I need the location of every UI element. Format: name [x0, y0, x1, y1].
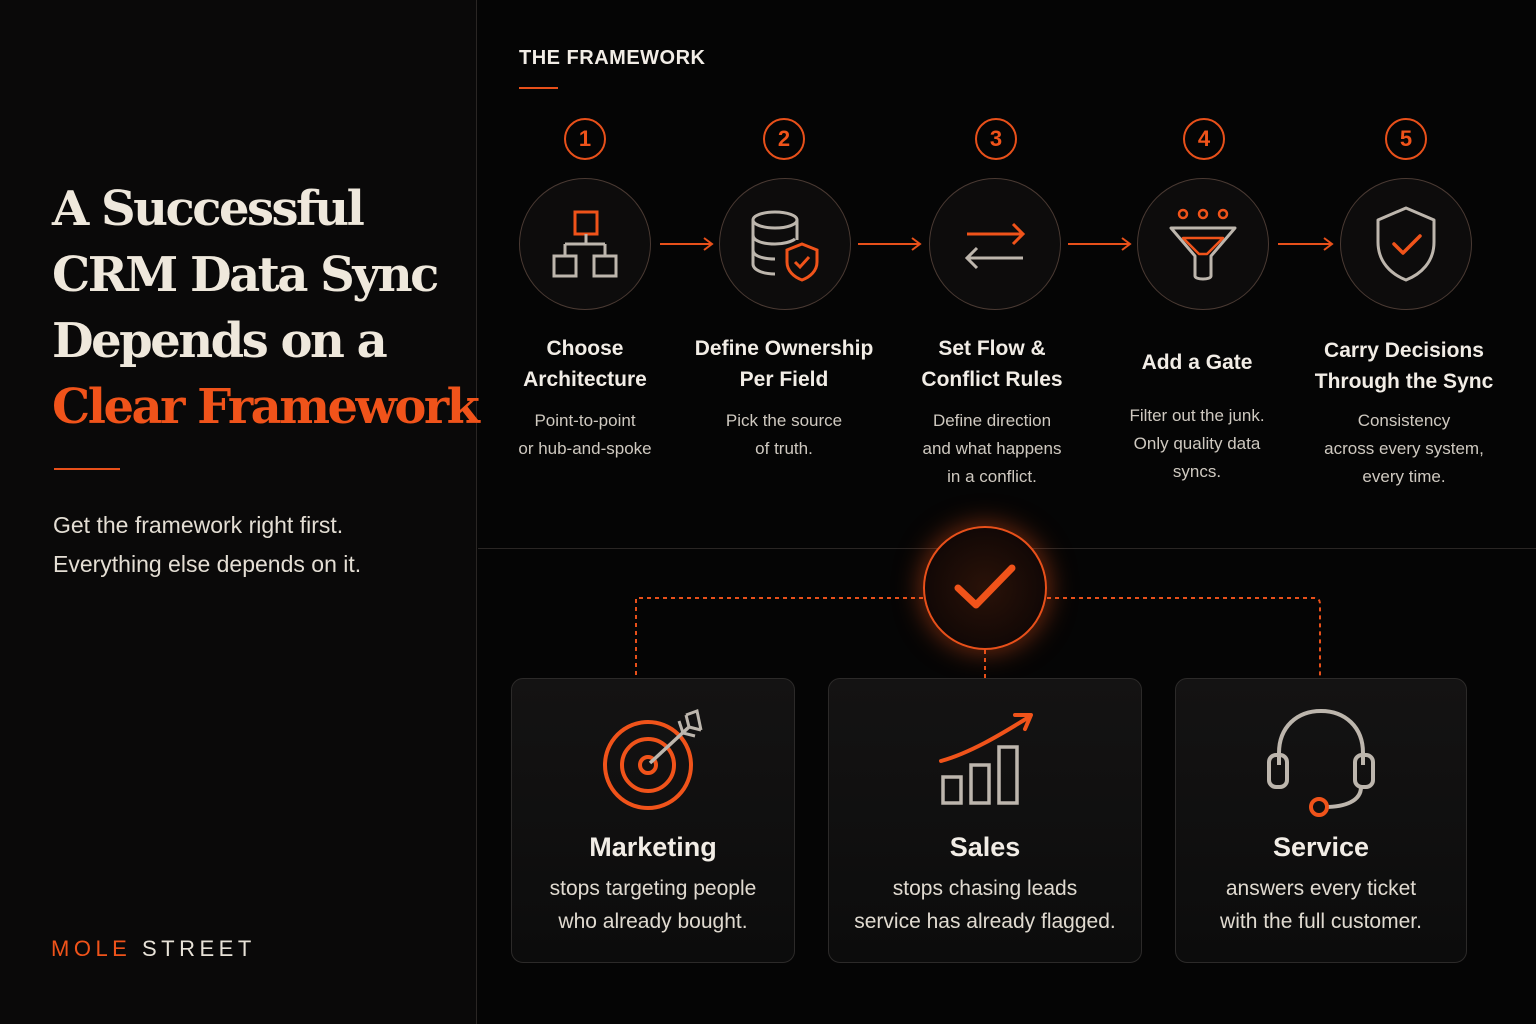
- card-title: Sales: [949, 832, 1021, 862]
- funnel-icon: [1137, 178, 1269, 310]
- step-description: Define direction and what happens in a c…: [892, 407, 1092, 491]
- outcome-card-service: Service answers every ticket with the fu…: [1175, 678, 1467, 963]
- arrow-right-icon: [1278, 237, 1334, 251]
- card-desc-line-1: answers every ticket: [1225, 877, 1417, 900]
- step-description: Point-to-point or hub-and-spoke: [485, 407, 685, 463]
- brand-word-1: MOLE: [51, 936, 132, 961]
- outcome-card-marketing: Marketing stops targeting people who alr…: [511, 678, 795, 963]
- framework-panel: THE FRAMEWORK 1 Choose Architecture Poin…: [478, 0, 1536, 1024]
- headline-line-2: CRM Data Sync: [52, 247, 439, 303]
- section-divider: [519, 87, 558, 89]
- headline-line-3: Depends on a: [52, 313, 388, 369]
- step-desc-line-1: Filter out the junk.: [1129, 406, 1265, 425]
- brand-word-2: STREET: [141, 936, 256, 961]
- headset-icon: [1176, 705, 1466, 821]
- arrow-right-icon: [1068, 237, 1132, 251]
- step-description: Filter out the junk. Only quality data s…: [1097, 402, 1297, 486]
- step-title-line-2: Conflict Rules: [921, 368, 1063, 391]
- step-number: 4: [1183, 118, 1225, 160]
- subtitle-line-1: Get the framework right first.: [53, 512, 344, 538]
- card-title: Marketing: [589, 832, 717, 862]
- step-title-line-1: Carry Decisions: [1324, 339, 1484, 362]
- headline-accent: Clear Framework: [52, 379, 480, 435]
- card-desc-line-2: with the full customer.: [1220, 910, 1422, 933]
- step-number: 1: [564, 118, 606, 160]
- step-desc-line-2: Only quality data: [1133, 434, 1261, 453]
- bar-chart-trend-icon: [829, 705, 1141, 815]
- card-desc-line-1: stops targeting people: [549, 877, 757, 900]
- step-desc-line-3: syncs.: [1172, 462, 1222, 481]
- headline: A Successful CRM Data Sync Depends on a …: [52, 176, 480, 440]
- step-description: Consistency across every system, every t…: [1304, 407, 1504, 491]
- step-title-line-1: Define Ownership: [694, 337, 874, 360]
- step-desc-line-1: Point-to-point: [534, 411, 636, 430]
- card-desc-line-1: stops chasing leads: [892, 877, 1078, 900]
- card-desc-line-2: who already bought.: [558, 910, 748, 933]
- step-number: 5: [1385, 118, 1427, 160]
- step-number: 3: [975, 118, 1017, 160]
- bidirectional-arrows-icon: [929, 178, 1061, 310]
- connector-lines: [635, 597, 1321, 678]
- step-title: Add a Gate: [1097, 347, 1297, 378]
- step-title-line-1: Choose: [546, 337, 624, 360]
- section-label: THE FRAMEWORK: [519, 47, 706, 69]
- hierarchy-icon: [519, 178, 651, 310]
- step-title-line-1: Add a Gate: [1141, 351, 1253, 374]
- card-description: stops targeting people who already bough…: [512, 872, 794, 938]
- step-title: Carry Decisions Through the Sync: [1304, 335, 1504, 397]
- arrow-right-icon: [660, 237, 714, 251]
- step-desc-line-2: and what happens: [922, 439, 1062, 458]
- step-title-line-1: Set Flow &: [938, 337, 1046, 360]
- step-desc-line-2: across every system,: [1324, 439, 1484, 458]
- step-title: Choose Architecture: [485, 333, 685, 395]
- step-number: 2: [763, 118, 805, 160]
- checkmark-icon: [923, 526, 1047, 650]
- step-desc-line-1: Consistency: [1357, 411, 1451, 430]
- step-desc-line-1: Define direction: [932, 411, 1052, 430]
- subtitle-line-2: Everything else depends on it.: [53, 551, 362, 577]
- shield-check-icon: [1340, 178, 1472, 310]
- step-desc-line-1: Pick the source: [725, 411, 843, 430]
- step-desc-line-3: in a conflict.: [947, 467, 1037, 486]
- brand-logo: MOLE STREET: [51, 936, 256, 962]
- step-title-line-2: Through the Sync: [1314, 370, 1494, 393]
- step-title-line-2: Per Field: [739, 368, 829, 391]
- outcome-card-sales: Sales stops chasing leads service has al…: [828, 678, 1142, 963]
- step-desc-line-2: or hub-and-spoke: [518, 439, 652, 458]
- headline-line-1: A Successful: [52, 181, 365, 237]
- step-title-line-2: Architecture: [523, 368, 647, 391]
- card-desc-line-2: service has already flagged.: [854, 910, 1116, 933]
- card-description: answers every ticket with the full custo…: [1176, 872, 1466, 938]
- target-icon: [512, 705, 794, 815]
- arrow-right-icon: [858, 237, 922, 251]
- step-desc-line-2: of truth.: [755, 439, 813, 458]
- step-title: Define Ownership Per Field: [684, 333, 884, 395]
- subtitle: Get the framework right first. Everythin…: [53, 506, 453, 584]
- headline-divider: [54, 468, 120, 470]
- card-description: stops chasing leads service has already …: [829, 872, 1141, 938]
- left-panel: A Successful CRM Data Sync Depends on a …: [0, 0, 480, 1024]
- step-title: Set Flow & Conflict Rules: [892, 333, 1092, 395]
- step-description: Pick the source of truth.: [684, 407, 884, 463]
- database-shield-icon: [719, 178, 851, 310]
- step-desc-line-3: every time.: [1362, 467, 1446, 486]
- card-title: Service: [1272, 832, 1370, 862]
